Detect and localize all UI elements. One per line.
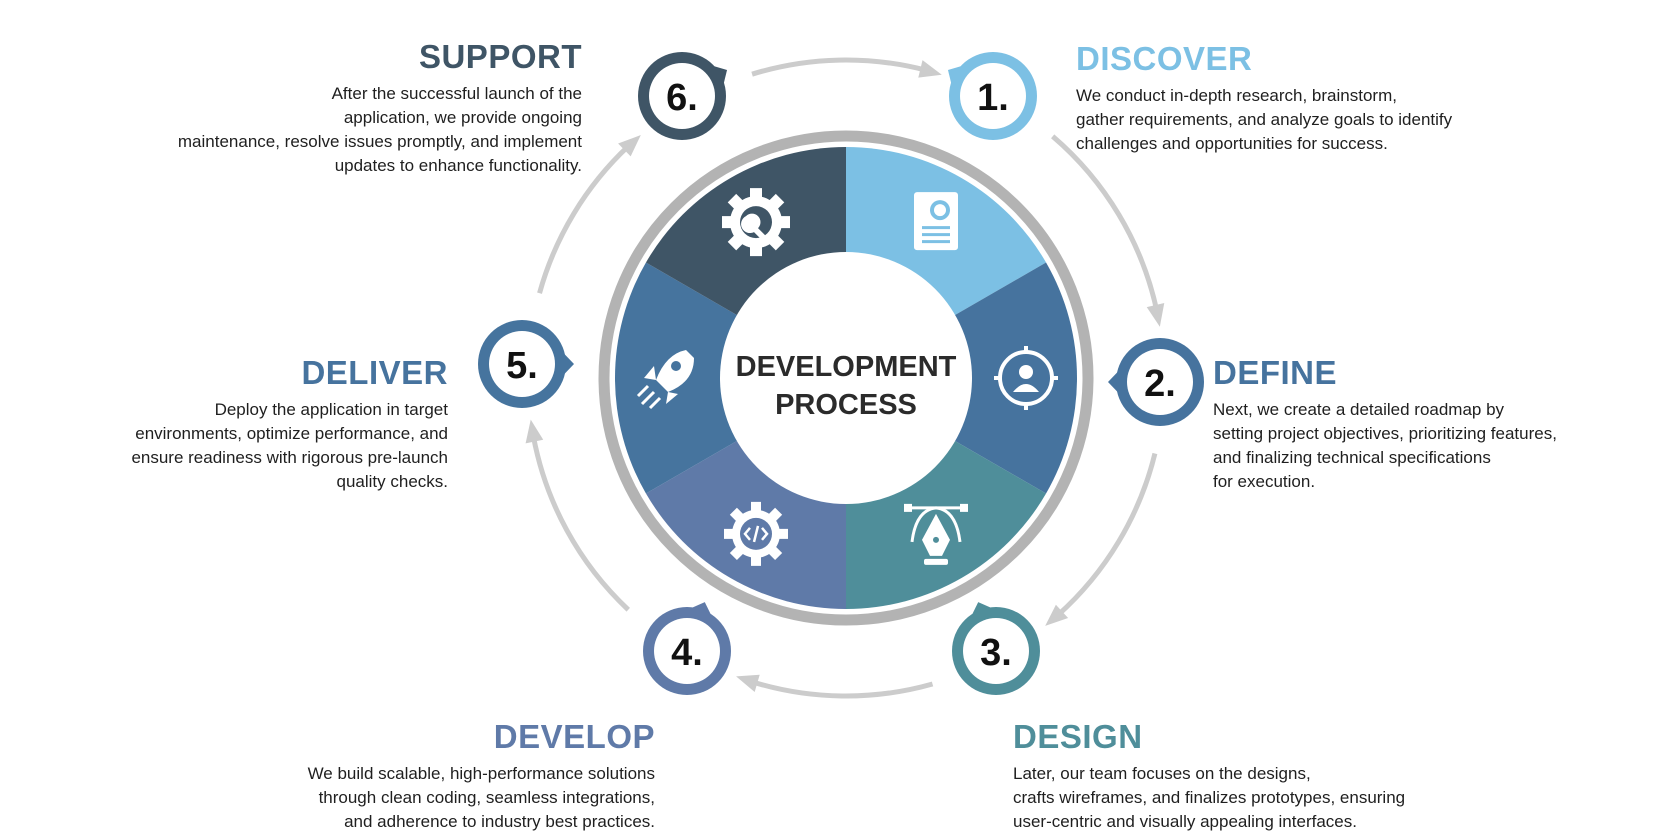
user-target-icon xyxy=(994,346,1058,410)
badge-step-6: 6. xyxy=(638,52,728,140)
badge-step-5: 5. xyxy=(478,320,574,408)
step-support: SUPPORT After the successful launch of t… xyxy=(62,38,582,178)
badge-step-1: 1. xyxy=(947,52,1037,140)
step-title: SUPPORT xyxy=(418,38,582,75)
outer-gray-ring xyxy=(598,130,1094,626)
step-deliver: DELIVER Deploy the application in target… xyxy=(0,354,448,494)
step-number: 5. xyxy=(506,345,538,387)
step-design: DESIGN Later, our team focuses on the de… xyxy=(1013,718,1533,834)
arrow-head xyxy=(1146,302,1165,327)
step-description: Later, our team focuses on the designs,c… xyxy=(1013,764,1406,831)
step-number: 2. xyxy=(1144,363,1176,405)
step-number: 3. xyxy=(980,632,1012,674)
arrow-head xyxy=(918,60,942,78)
wrench-gear-icon xyxy=(722,188,790,257)
cycle-arrow xyxy=(751,679,934,699)
cycle-arrow xyxy=(1051,134,1160,311)
step-title: DISCOVER xyxy=(1076,40,1253,77)
badge-step-4: 4. xyxy=(643,602,731,695)
pen-tool-icon xyxy=(904,503,968,565)
center-title: DEVELOPMENT PROCESS xyxy=(716,348,976,424)
arrow-head xyxy=(736,674,760,692)
step-develop: DEVELOP We build scalable, high-performa… xyxy=(135,718,655,834)
arrow-head xyxy=(1045,604,1069,626)
step-title: DESIGN xyxy=(1013,718,1143,755)
step-description: We build scalable, high-performance solu… xyxy=(307,764,655,831)
arrow-head xyxy=(618,135,641,157)
step-number: 6. xyxy=(666,77,698,119)
center-title-line1: DEVELOPMENT xyxy=(735,351,957,383)
cycle-arrow xyxy=(537,144,631,294)
center-title-line2: PROCESS xyxy=(775,389,917,421)
step-discover: DISCOVER We conduct in-depth research, b… xyxy=(1076,40,1596,156)
code-gear-icon xyxy=(724,501,788,566)
arrow-head xyxy=(525,419,544,444)
step-title: DEVELOP xyxy=(493,718,655,755)
step-title: DELIVER xyxy=(301,354,448,391)
cycle-arrow xyxy=(1056,452,1158,617)
cycle-arrow xyxy=(751,57,927,77)
step-title: DEFINE xyxy=(1213,354,1338,391)
badge-step-2: 2. xyxy=(1108,338,1204,426)
step-number: 4. xyxy=(671,632,703,674)
center-circle xyxy=(720,252,972,504)
step-define: DEFINE Next, we create a detailed roadma… xyxy=(1213,354,1671,494)
document-chart-icon xyxy=(914,192,958,251)
cycle-arrow xyxy=(530,435,630,612)
step-number: 1. xyxy=(977,77,1009,119)
rocket-icon xyxy=(636,350,694,410)
step-description: We conduct in-depth research, brainstorm… xyxy=(1076,86,1453,153)
badge-step-3: 3. xyxy=(952,602,1040,695)
